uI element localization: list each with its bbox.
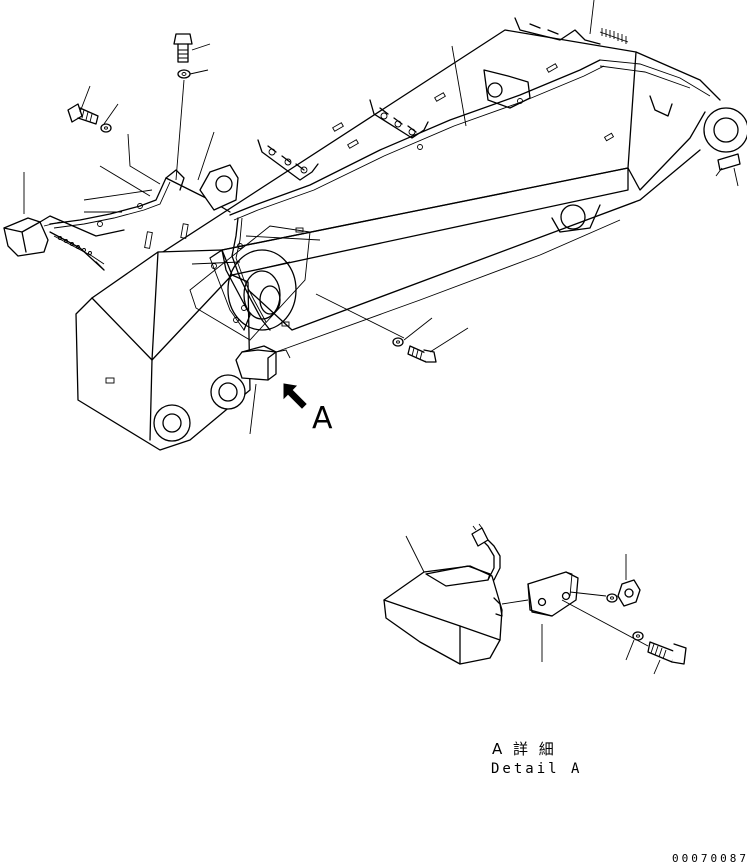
view-arrow-a bbox=[283, 383, 307, 409]
boom-structure bbox=[75, 29, 747, 451]
detail-a-lamp bbox=[383, 565, 503, 665]
washer-mid bbox=[392, 337, 404, 347]
leader-lines bbox=[23, 0, 739, 435]
bolt-mid bbox=[407, 345, 437, 363]
rear-work-lamp bbox=[3, 215, 125, 271]
detail-a-bracket bbox=[527, 571, 579, 617]
wiring-harness bbox=[49, 59, 711, 353]
detail-caption-english: Detail A bbox=[491, 761, 583, 777]
bolt-left bbox=[67, 103, 99, 125]
rear-connector bbox=[715, 153, 741, 177]
detail-a-nut bbox=[617, 579, 641, 607]
washer-top bbox=[177, 69, 191, 79]
front-work-lamp bbox=[235, 345, 291, 381]
view-letter-a: A bbox=[312, 401, 333, 436]
detail-a-lamp-cable bbox=[471, 523, 501, 581]
detail-a-washer-upper bbox=[606, 593, 618, 603]
detail-a-bolt bbox=[647, 641, 687, 665]
detail-caption-japanese: A 詳 細 bbox=[492, 740, 557, 758]
bolt-top bbox=[173, 33, 193, 63]
hose-clamp-brackets bbox=[257, 17, 673, 181]
detail-a-washer-lower bbox=[632, 631, 644, 641]
drawing-number: 00070087 bbox=[672, 852, 747, 865]
detail-a-leaders bbox=[405, 535, 661, 675]
lamp-mounting-area bbox=[189, 225, 311, 341]
washer-left bbox=[100, 123, 112, 133]
boom-bracket bbox=[165, 164, 239, 211]
